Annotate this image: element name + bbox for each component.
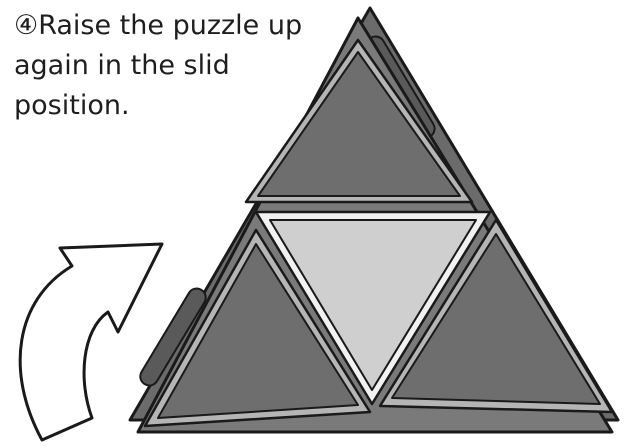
instruction-diagram: ④Raise the puzzle up again in the slid p… [0,0,629,446]
puzzle-illustration [0,0,629,446]
